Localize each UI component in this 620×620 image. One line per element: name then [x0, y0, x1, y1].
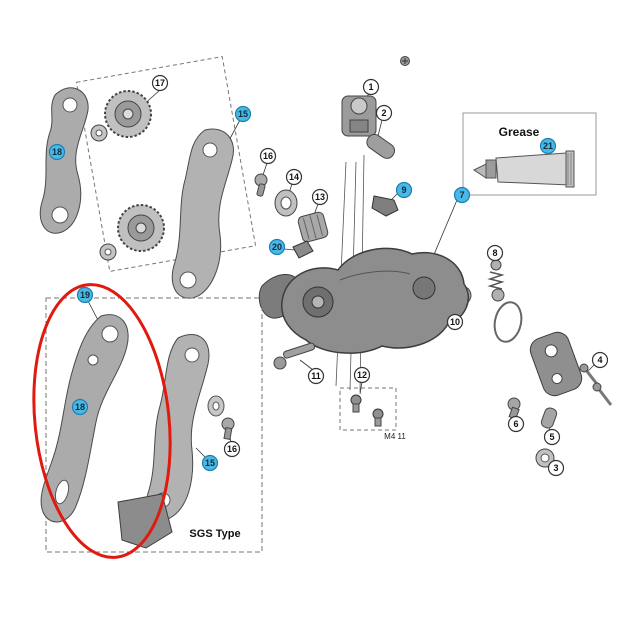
- bolt-6-icon: [507, 397, 521, 420]
- svg-text:1: 1: [368, 82, 373, 92]
- grease-box: Grease: [462, 112, 597, 196]
- svg-text:20: 20: [272, 242, 282, 252]
- pulley-bolt-top-icon: [254, 173, 268, 197]
- svg-text:19: 19: [80, 290, 90, 300]
- grease-title: Grease: [499, 125, 540, 139]
- svg-text:7: 7: [459, 190, 464, 200]
- svg-text:18: 18: [75, 402, 85, 412]
- part-callout-15: 15: [201, 454, 219, 472]
- part-callout-18: 18: [48, 143, 66, 161]
- outer-plate-bottom: [117, 333, 210, 549]
- part-callout-18: 18: [71, 398, 89, 416]
- part-callout-16: 16: [259, 147, 277, 165]
- part-callout-7: 7: [453, 186, 471, 204]
- svg-text:4: 4: [597, 355, 602, 365]
- svg-text:5: 5: [549, 432, 554, 442]
- part-callout-5: 5: [543, 428, 561, 446]
- pulley-bolt-bottom-icon: [221, 417, 235, 441]
- sgs-type-box: SGS Type: [40, 297, 263, 553]
- svg-text:16: 16: [227, 444, 237, 454]
- part-callout-9: 9: [395, 181, 413, 199]
- part-callout-1: 1: [362, 78, 380, 96]
- part-callout-19: 19: [76, 286, 94, 304]
- inner-plate-top: [171, 128, 234, 299]
- part-callout-6: 6: [507, 415, 525, 433]
- part-callout-16: 16: [223, 440, 241, 458]
- bolt-11-icon: [273, 342, 316, 370]
- part-callout-17: 17: [151, 74, 169, 92]
- svg-text:2: 2: [381, 108, 386, 118]
- red-highlight-ellipse: [32, 283, 172, 559]
- pulley-washer-icon: [90, 124, 108, 142]
- screws-4-icon: [579, 363, 613, 406]
- part-callout-8: 8: [486, 244, 504, 262]
- washer-14-icon: [274, 189, 298, 217]
- part-callout-11: 11: [307, 367, 325, 385]
- part-callout-13: 13: [311, 188, 329, 206]
- svg-text:8: 8: [492, 248, 497, 258]
- outer-plate-top: [39, 87, 89, 234]
- part-callout-14: 14: [285, 168, 303, 186]
- svg-text:18: 18: [52, 147, 62, 157]
- svg-text:15: 15: [205, 458, 215, 468]
- bolt-5-icon: [540, 407, 558, 429]
- svg-text:6: 6: [513, 419, 518, 429]
- washer-3-icon: [535, 448, 555, 468]
- gasket-ring-icon: [493, 301, 523, 343]
- svg-text:14: 14: [289, 172, 299, 182]
- lever-9-icon: [371, 195, 399, 217]
- tension-pulley-icon: [117, 204, 165, 252]
- parts-12-group: M4 11: [339, 387, 406, 441]
- cap-13-icon: [297, 211, 329, 243]
- svg-text:10: 10: [450, 317, 460, 327]
- grease-tube-icon: [473, 150, 575, 188]
- sgs-type-label: SGS Type: [189, 528, 240, 540]
- part-callout-2: 2: [375, 104, 393, 122]
- guide-pulley-icon: [104, 90, 152, 138]
- part-callout-3: 3: [547, 459, 565, 477]
- part-20-icon: [292, 240, 314, 259]
- washer-bottom-icon: [207, 395, 225, 417]
- derailleur-body: [258, 247, 469, 354]
- svg-text:9: 9: [401, 185, 406, 195]
- part-callout-20: 20: [268, 238, 286, 256]
- m4-size-label: M4 11: [384, 432, 406, 441]
- svg-text:21: 21: [543, 141, 553, 151]
- svg-text:16: 16: [263, 151, 273, 161]
- inner-plate-19: [40, 314, 129, 523]
- svg-text:11: 11: [311, 371, 321, 381]
- part-callout-15: 15: [234, 105, 252, 123]
- right-bracket-icon: [529, 331, 583, 397]
- bracket-axle-assembly: [341, 56, 410, 159]
- part-callout-10: 10: [446, 313, 464, 331]
- pulley-washer-icon: [99, 243, 117, 261]
- pulley-assembly-box: [75, 56, 257, 272]
- svg-text:3: 3: [553, 463, 558, 473]
- part-callout-21: 21: [539, 137, 557, 155]
- spring-8-icon: [487, 259, 505, 302]
- svg-text:15: 15: [238, 109, 248, 119]
- svg-text:13: 13: [315, 192, 325, 202]
- svg-text:17: 17: [155, 78, 165, 88]
- part-callout-12: 12: [353, 366, 371, 384]
- part-callout-4: 4: [591, 351, 609, 369]
- svg-text:12: 12: [357, 370, 367, 380]
